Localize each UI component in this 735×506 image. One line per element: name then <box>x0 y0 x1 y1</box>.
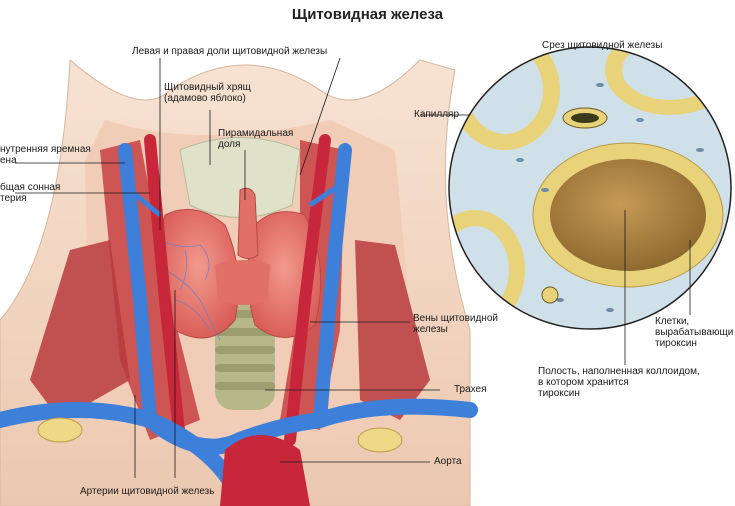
label-thyroid-arteries: Артерии щитовидной железь <box>80 486 215 497</box>
aorta <box>220 435 310 506</box>
clavicle-right <box>357 427 403 453</box>
label-colloid: Полость, наполненная коллоидом, в которо… <box>538 366 700 399</box>
vein-union <box>142 412 328 455</box>
vein-branch-left <box>128 188 162 217</box>
label-capillary: Капилляр <box>414 109 460 120</box>
thyroid-isthmus <box>215 260 270 305</box>
pyramidal-lobe <box>237 187 259 259</box>
jugular-left <box>118 143 157 427</box>
label-trachea: Трахея <box>454 384 487 395</box>
label-jugular-vein: нутренняя яремная ена <box>0 144 91 166</box>
cell-cluster <box>541 286 559 304</box>
carotid-right <box>284 134 331 446</box>
thyroid-vessel-network <box>159 239 221 341</box>
label-aorta: Аорта <box>434 456 462 467</box>
label-pyramidal-lobe: Пирамидальная доля <box>218 128 294 150</box>
clavicle-left <box>37 417 83 443</box>
capillary <box>562 107 608 129</box>
label-lobes: Левая и правая доли щитовидной железы <box>132 46 328 57</box>
label-cells: Клетки, вырабатывающи тироксин <box>655 316 734 349</box>
section-title: Срез щитовидной железы <box>542 40 663 51</box>
jugular-right <box>313 143 352 427</box>
follicle-main <box>532 142 724 288</box>
section-leader-lines <box>624 210 691 365</box>
diagram-title: Щитовидная железа <box>291 6 444 23</box>
muscle-left-outer <box>30 240 130 420</box>
label-thyroid-cartilage: Щитовидный хрящ (адамово яблоко) <box>164 82 251 104</box>
vein-branch-right <box>308 182 342 208</box>
label-carotid: бщая сонная терия <box>0 182 61 204</box>
label-thyroid-veins: Вены щитовидной железы <box>413 313 498 335</box>
muscle-right-outer <box>355 240 430 420</box>
follicle-top-right <box>605 47 731 115</box>
cross-section <box>448 46 732 330</box>
